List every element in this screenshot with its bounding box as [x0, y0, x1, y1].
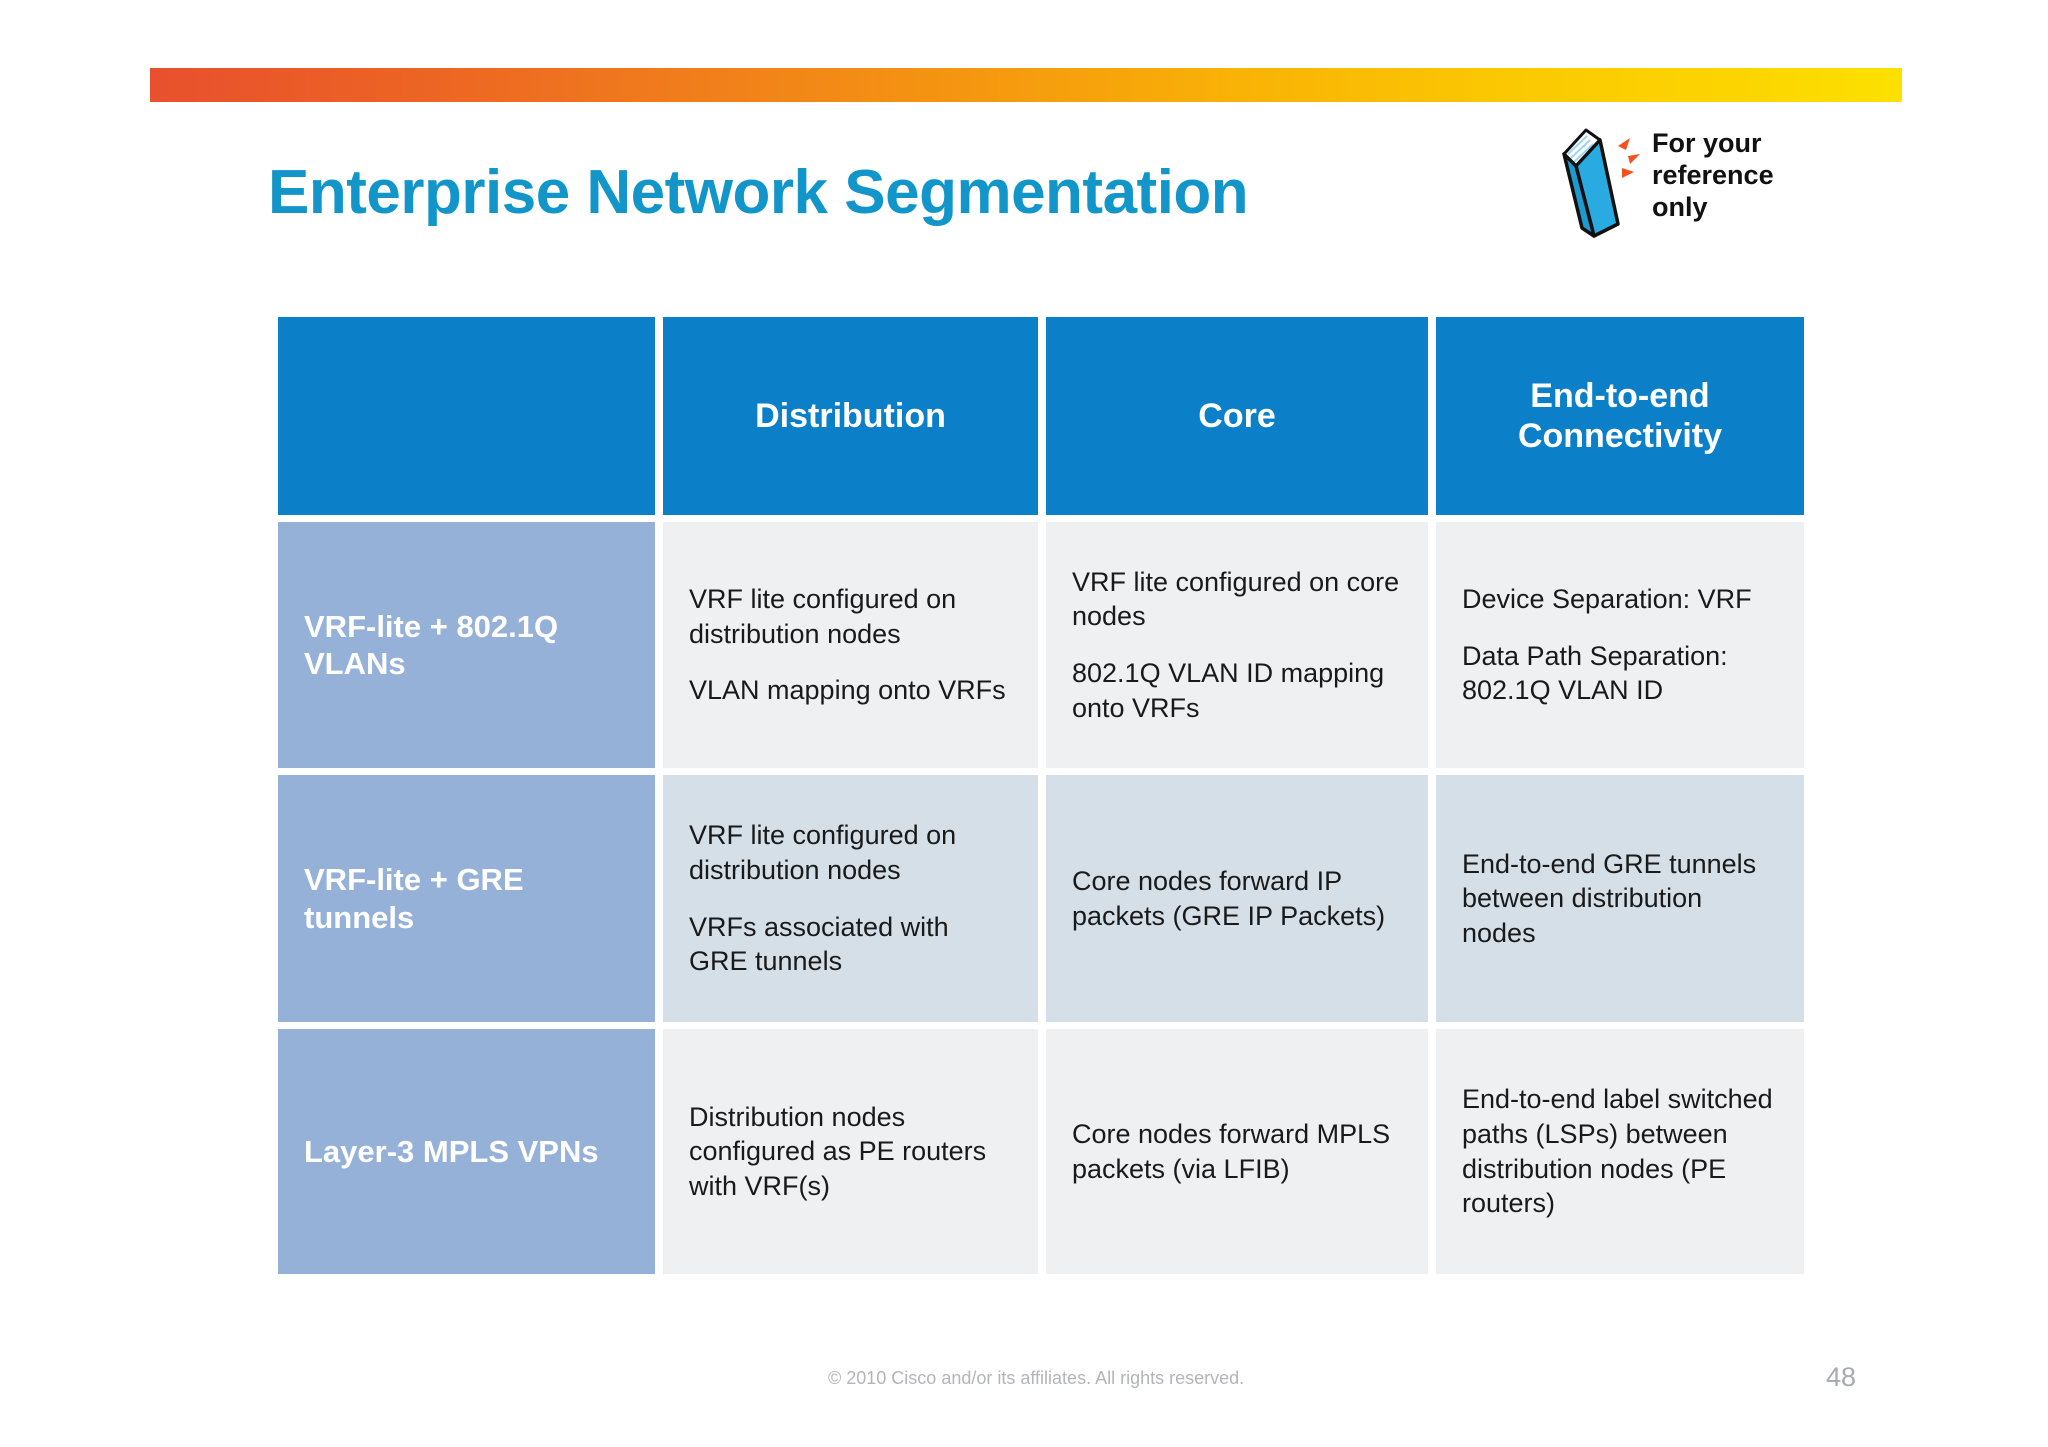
cell-paragraph: End-to-end GRE tunnels between distribut…	[1462, 848, 1757, 948]
cell-paragraph: End-to-end label switched paths (LSPs) b…	[1462, 1084, 1773, 1219]
badge-text: For your reference only	[1648, 124, 1774, 224]
table-cell-distribution: VRF lite configured on distribution node…	[663, 775, 1038, 1022]
badge-line-2: reference	[1652, 159, 1774, 190]
table-cell-core: VRF lite configured on core nodes 802.1Q…	[1046, 522, 1428, 768]
cell-paragraph: Core nodes forward IP packets (GRE IP Pa…	[1072, 865, 1386, 931]
table-cell-distribution: Distribution nodes configured as PE rout…	[663, 1029, 1038, 1274]
cell-paragraph: Core nodes forward MPLS packets (via LFI…	[1072, 1118, 1391, 1184]
cell-paragraph: Distribution nodes configured as PE rout…	[689, 1101, 987, 1201]
copyright-text: © 2010 Cisco and/or its affiliates. All …	[828, 1368, 1245, 1388]
for-your-reference-badge: For your reference only	[1556, 124, 1826, 240]
table-cell-connectivity: End-to-end label switched paths (LSPs) b…	[1436, 1029, 1804, 1274]
page-title: Enterprise Network Segmentation	[268, 158, 1249, 227]
table-header-corner	[278, 317, 655, 515]
table-cell-core: Core nodes forward MPLS packets (via LFI…	[1046, 1029, 1428, 1274]
table-cell-connectivity: Device Separation: VRF Data Path Separat…	[1436, 522, 1804, 768]
table-row-label: VRF-lite + GRE tunnels	[278, 775, 655, 1022]
table-cell-core: Core nodes forward IP packets (GRE IP Pa…	[1046, 775, 1428, 1022]
table-header-core: Core	[1046, 317, 1428, 515]
cell-paragraph: VLAN mapping onto VRFs	[689, 675, 1006, 706]
cell-paragraph: VRF lite configured on distribution node…	[689, 584, 957, 649]
table-cell-distribution: VRF lite configured on distribution node…	[663, 522, 1038, 768]
cell-paragraph: VRF lite configured on core nodes	[1072, 566, 1400, 632]
table-header-distribution: Distribution	[663, 317, 1038, 515]
book-icon	[1556, 124, 1648, 240]
badge-line-3: only	[1652, 191, 1708, 222]
cell-paragraph: VRFs associated with GRE tunnels	[689, 911, 949, 977]
cell-paragraph: 802.1Q VLAN ID mapping onto VRFs	[1072, 658, 1385, 723]
top-gradient-bar	[150, 68, 1902, 102]
table-row-label: Layer-3 MPLS VPNs	[278, 1029, 655, 1274]
table-cell-connectivity: End-to-end GRE tunnels between distribut…	[1436, 775, 1804, 1022]
cell-paragraph: Device Separation: VRF	[1462, 584, 1752, 615]
cell-paragraph: VRF lite configured on distribution node…	[689, 820, 957, 885]
table-header-connectivity: End-to-end Connectivity	[1436, 317, 1804, 515]
cell-paragraph: Data Path Separation: 802.1Q VLAN ID	[1462, 640, 1728, 706]
segmentation-comparison-table: Distribution Core End-to-end Connectivit…	[278, 317, 1804, 1275]
page-number: 48	[1826, 1362, 1857, 1392]
badge-line-1: For your	[1652, 128, 1762, 158]
table-row-label: VRF-lite + 802.1Q VLANs	[278, 522, 655, 768]
